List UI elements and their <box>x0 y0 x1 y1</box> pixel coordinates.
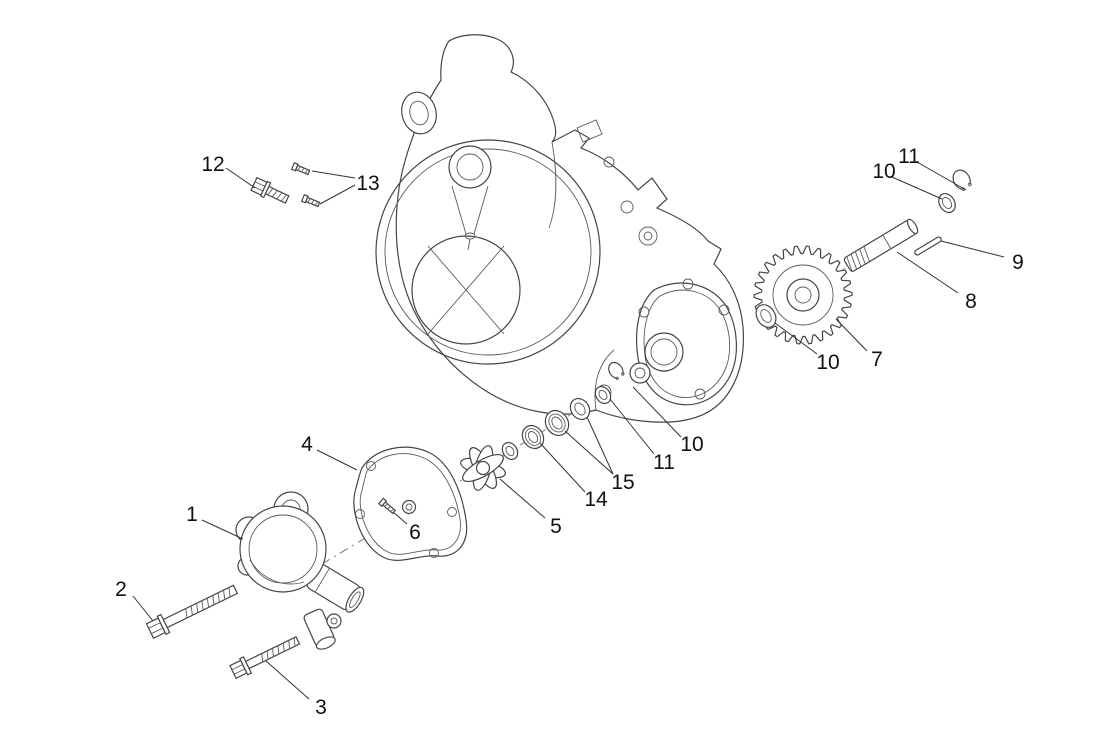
pump-shaft-8 <box>843 218 919 273</box>
hex-bolt-12 <box>250 176 290 204</box>
callout-8: 8 <box>965 290 977 313</box>
callout-10-mid: 10 <box>680 433 703 456</box>
callout-14: 14 <box>584 488 608 511</box>
callout-2: 2 <box>115 578 127 601</box>
seal-15b <box>569 397 591 421</box>
callout-3: 3 <box>315 696 327 719</box>
callout-4: 4 <box>301 433 313 456</box>
sprocket-teeth <box>753 245 853 345</box>
water-pump-body-1 <box>235 491 365 650</box>
dowel-pin-9 <box>914 236 942 256</box>
washer-11-mid <box>594 385 612 405</box>
callout-1: 1 <box>186 503 198 526</box>
washer-10-top <box>938 192 956 214</box>
callout-11-top: 11 <box>898 145 920 168</box>
screw-6 <box>377 497 397 515</box>
leader-lines <box>132 161 1005 700</box>
callout-11-mid: 11 <box>653 451 675 474</box>
callout-10-right: 10 <box>816 351 839 374</box>
circlip-10-mid <box>608 361 625 381</box>
impeller-5 <box>460 445 506 491</box>
callout-15: 15 <box>611 471 634 494</box>
bearing-15a <box>544 409 570 437</box>
callout-13: 13 <box>356 172 379 195</box>
circlip-11-top <box>952 169 972 192</box>
callout-12: 12 <box>201 153 224 176</box>
washer-ring <box>501 441 519 461</box>
callout-9: 9 <box>1012 251 1024 274</box>
hex-bolt-2 <box>145 584 239 639</box>
callout-labels: 12 13 10 11 9 8 7 10 11 10 15 14 5 4 6 1… <box>115 145 1024 719</box>
hex-bolt-3 <box>229 636 301 680</box>
callout-6: 6 <box>409 521 421 544</box>
callout-5: 5 <box>550 515 562 538</box>
callout-10-top: 10 <box>872 160 895 183</box>
seal-bearing-stack <box>501 361 625 461</box>
sprocket-7 <box>753 245 853 345</box>
washer-10-right <box>755 304 777 328</box>
gasket-4 <box>353 446 468 561</box>
screws-13 <box>290 161 321 208</box>
engine-cover <box>375 34 745 423</box>
callout-7: 7 <box>871 348 883 371</box>
bearing-14 <box>521 424 545 450</box>
